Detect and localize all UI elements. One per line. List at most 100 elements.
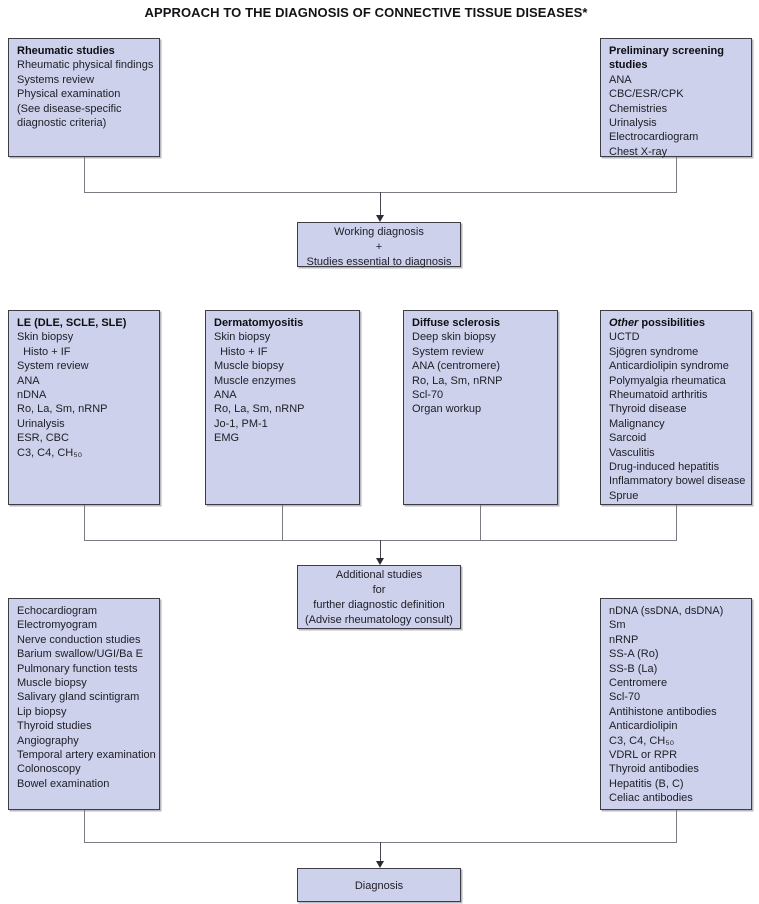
text-line: Nerve conduction studies (17, 633, 141, 646)
connector-line (380, 540, 381, 558)
text-line: Polymyalgia rheumatica (609, 374, 726, 387)
connector-line (676, 810, 677, 843)
text-line: Working diagnosis (334, 226, 424, 238)
text-line: Additional studies (335, 569, 423, 581)
arrow-down-icon (376, 215, 384, 222)
text-line: Celiac antibodies (609, 792, 693, 805)
text-line: Chemistries (609, 102, 668, 115)
text-line: Rheumatic physical findings (17, 59, 154, 72)
text-line: VDRL or RPR (609, 749, 678, 762)
text-line: Physical examination (17, 88, 121, 101)
connector-line (676, 157, 677, 193)
arrow-down-icon (376, 861, 384, 868)
connector-line (84, 505, 85, 541)
text-line: Thyroid studies (17, 720, 92, 733)
box-rheumatic-studies: Rheumatic studies Rheumatic physical fin… (8, 38, 160, 157)
text-line: EMG (214, 432, 240, 445)
text-line: ANA (214, 389, 237, 402)
text-line: Electromyogram (17, 619, 98, 632)
text-line: Ro, La, Sm, nRNP (412, 374, 503, 387)
text-line: Anticardiolipin syndrome (609, 360, 729, 373)
text-line: Urinalysis (17, 417, 65, 430)
text-line: Studies essential to diagnosis (306, 256, 452, 268)
text-line: Ro, La, Sm, nRNP (17, 403, 108, 416)
text-line: Organ workup (412, 403, 482, 416)
text-line: ANA (centromere) (412, 360, 501, 373)
text-line: further diagnostic definition (313, 599, 445, 611)
text-line: ESR, CBC (17, 432, 69, 445)
box-heading: Other possibilities (609, 316, 749, 330)
text-line: Jo-1, PM-1 (214, 417, 268, 430)
box-heading: Rheumatic studies (17, 45, 115, 57)
text-line: SS-B (La) (609, 662, 658, 675)
connector-line (380, 192, 381, 215)
text-line: Salivary gland scintigram (17, 691, 140, 704)
text-line: Skin biopsy (17, 331, 74, 344)
text-line: Antihistone antibodies (609, 705, 717, 718)
text-line: System review (17, 360, 89, 373)
text-line: Anticardiolipin (609, 720, 678, 733)
text-line: Scl-70 (412, 389, 444, 402)
text-line: Muscle biopsy (17, 677, 87, 690)
text-line: Centromere (609, 677, 668, 690)
diagnosis-label: Diagnosis (354, 879, 404, 892)
text-line: Echocardiogram (17, 605, 98, 617)
text-line: nRNP (609, 633, 639, 646)
text-line: nDNA (ssDNA, dsDNA) (609, 605, 724, 617)
text-line: (See disease-specific (17, 102, 122, 115)
text-line: Colonoscopy (17, 763, 81, 776)
arrow-down-icon (376, 558, 384, 565)
text-line: Vasculitis (609, 446, 655, 459)
text-line: Sprue (609, 489, 639, 502)
text-line: Inflammatory bowel disease (609, 475, 746, 488)
text-line: Hepatitis (B, C) (609, 777, 684, 790)
box-heading: Diffuse sclerosis (412, 317, 501, 329)
text-line: Bowel examination (17, 777, 110, 790)
text-line: Drug-induced hepatitis (609, 461, 720, 474)
box-heading: LE (DLE, SCLE, SLE) (17, 317, 127, 329)
text-line: for (372, 584, 386, 596)
box-additional-studies: Additional studies for further diagnostic … (297, 565, 461, 629)
text-line: C3, C4, CH₅₀ (17, 446, 83, 459)
text-line: Scl-70 (609, 691, 641, 704)
text-line: Histo + IF (214, 345, 268, 358)
box-lines: Additional studies for further diagnostic … (298, 568, 460, 628)
text-line: Pulmonary function tests (17, 662, 138, 675)
text-line: Deep skin biopsy (412, 331, 496, 344)
page-title: APPROACH TO THE DIAGNOSIS OF CONNECTIVE … (144, 5, 588, 20)
text-line: CBC/ESR/CPK (609, 88, 684, 101)
text-line: nDNA (17, 389, 47, 402)
box-le: LE (DLE, SCLE, SLE) Skin biopsy Histo + … (8, 310, 160, 505)
text-line: SS-A (Ro) (609, 648, 659, 661)
text-line: Angiography (17, 734, 79, 747)
text-line: Skin biopsy (214, 331, 271, 344)
text-line: Urinalysis (609, 117, 657, 130)
box-heading: Dermatomyositis (214, 317, 304, 329)
connector-line (84, 157, 85, 193)
text-line: Thyroid disease (609, 403, 687, 416)
box-lines: Working diagnosis+Studies essential to d… (298, 225, 460, 270)
text-line: System review (412, 345, 484, 358)
text-line: Muscle biopsy (214, 360, 284, 373)
text-line: Rheumatoid arthritis (609, 389, 708, 402)
text-line: Sjögren syndrome (609, 345, 699, 358)
text-line: Muscle enzymes (214, 374, 296, 387)
text-line: UCTD (609, 331, 640, 344)
text-line: Barium swallow/UGI/Ba E (17, 648, 143, 661)
text-line: Histo + IF (17, 345, 71, 358)
connector-line (380, 842, 381, 861)
box-heading: Preliminary screening studies (609, 45, 724, 72)
